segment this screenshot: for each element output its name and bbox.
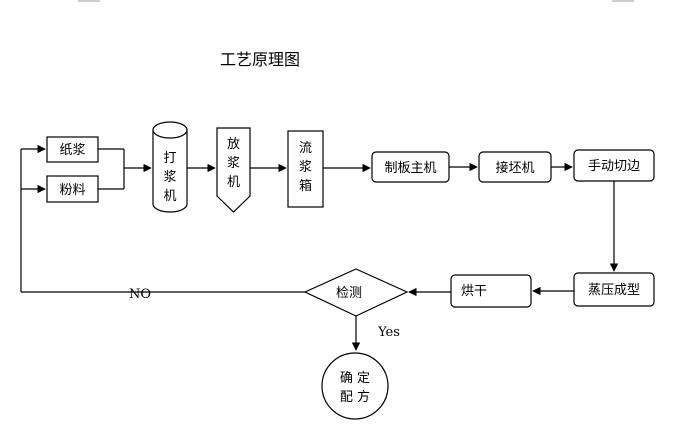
- svg-text:烘干: 烘干: [461, 284, 487, 299]
- svg-text:打: 打: [163, 151, 176, 166]
- connector-merge: [98, 148, 152, 190]
- node-beater: 打 浆 机: [152, 121, 188, 213]
- diagram-title: 工艺原理图: [220, 50, 300, 69]
- node-blank-receiver: 接坯机: [478, 151, 552, 183]
- svg-text:纸浆: 纸浆: [59, 143, 85, 158]
- svg-text:机: 机: [227, 175, 240, 190]
- node-paper-pulp: 纸浆: [46, 136, 99, 163]
- node-inspect: 检测: [303, 268, 409, 317]
- svg-text:浆: 浆: [299, 160, 312, 175]
- node-steam-press: 蒸压成型: [573, 272, 655, 307]
- svg-text:粉料: 粉料: [59, 183, 85, 198]
- svg-text:流: 流: [299, 141, 312, 156]
- connector-no-loop: [20, 144, 305, 293]
- node-dryer: 烘干: [450, 274, 532, 308]
- svg-text:接坯机: 接坯机: [495, 160, 534, 176]
- svg-text:浆: 浆: [163, 170, 176, 185]
- svg-text:制板主机: 制板主机: [384, 161, 436, 176]
- svg-text:放: 放: [227, 137, 240, 152]
- svg-text:蒸压成型: 蒸压成型: [588, 283, 640, 298]
- node-main-machine: 制板主机: [371, 151, 450, 183]
- svg-text:检测: 检测: [336, 286, 362, 301]
- node-powder: 粉料: [46, 175, 99, 203]
- node-discharge: 放 浆 机: [216, 127, 251, 213]
- node-manual-trim: 手动切边: [573, 149, 655, 182]
- svg-text:浆: 浆: [227, 156, 240, 171]
- svg-text:配 方: 配 方: [340, 389, 370, 405]
- node-flow-box: 流 浆 箱: [287, 130, 324, 208]
- edge-label-no: NO: [129, 287, 151, 302]
- svg-text:确 定: 确 定: [340, 371, 370, 386]
- svg-text:机: 机: [163, 189, 176, 204]
- node-confirm-formula: 确 定 配 方: [321, 352, 389, 420]
- svg-text:手动切边: 手动切边: [588, 159, 640, 174]
- edge-label-yes: Yes: [377, 325, 400, 340]
- svg-text:箱: 箱: [299, 178, 312, 194]
